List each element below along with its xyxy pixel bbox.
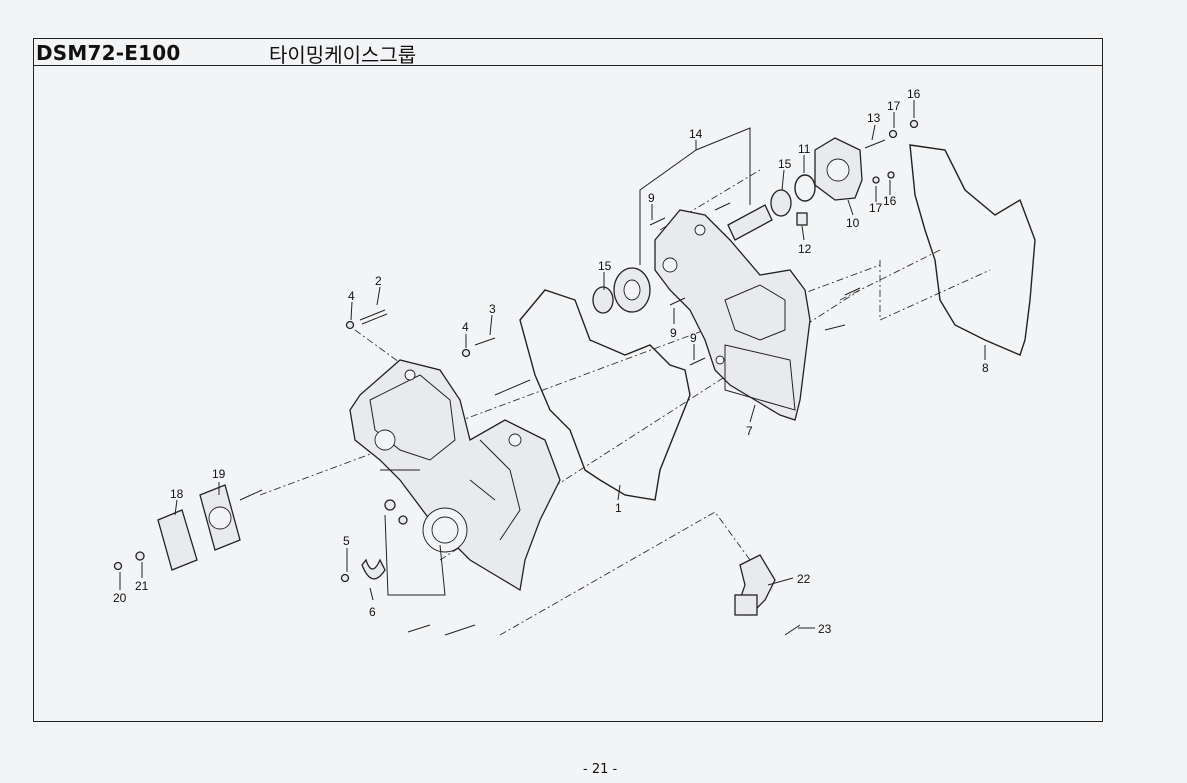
callout-23: 23 (818, 622, 832, 636)
callout-7: 7 (746, 424, 753, 438)
title-bar: DSM72-E100 타이밍케이스그룹 (34, 39, 1102, 67)
callout-18: 18 (170, 487, 184, 501)
callout-21: 21 (135, 579, 149, 593)
leader-lines (119, 100, 986, 629)
callout-16b: 16 (883, 194, 897, 208)
callout-3: 3 (489, 302, 496, 316)
timing-plate-7 (654, 209, 811, 421)
callout-9b: 9 (670, 326, 677, 340)
callout-10: 10 (846, 216, 860, 230)
speed-sensor-22 (734, 554, 776, 616)
timing-case-cover (349, 359, 561, 592)
callout-8: 8 (982, 361, 989, 375)
callout-14: 14 (689, 127, 703, 141)
idler-gear-assembly (592, 174, 816, 314)
callout-9a: 9 (648, 191, 655, 205)
callout-6: 6 (369, 605, 376, 619)
callout-13: 13 (867, 111, 881, 125)
bolts (113, 119, 919, 636)
callout-19: 19 (212, 467, 226, 481)
callout-labels: 1 2 3 4 4 5 6 7 8 9 9 9 10 11 12 13 14 1… (113, 87, 989, 636)
callout-15a: 15 (598, 259, 612, 273)
callout-1: 1 (615, 501, 622, 515)
callout-16a: 16 (907, 87, 921, 101)
drawing-frame: DSM72-E100 타이밍케이스그룹 (33, 38, 1103, 722)
callout-17b: 17 (869, 201, 883, 215)
callout-15b: 15 (778, 157, 792, 171)
oil-seal-6 (361, 558, 386, 580)
cover-plates-18-19 (157, 484, 241, 571)
callout-20: 20 (113, 591, 127, 605)
callout-17a: 17 (887, 99, 901, 113)
page-number: - 21 - (583, 762, 618, 777)
callout-12: 12 (798, 242, 812, 256)
gasket-1 (519, 289, 691, 501)
callout-22: 22 (797, 572, 811, 586)
callout-2: 2 (375, 274, 382, 288)
model-code: DSM72-E100 (36, 41, 181, 65)
callout-4a: 4 (348, 289, 355, 303)
bearing-housing-10 (814, 137, 863, 201)
callout-5: 5 (343, 534, 350, 548)
gasket-8 (909, 144, 1036, 356)
group-title: 타이밍케이스그룹 (269, 43, 417, 67)
callout-4b: 4 (462, 320, 469, 334)
callout-11: 11 (798, 142, 811, 156)
callout-9c: 9 (690, 331, 697, 345)
